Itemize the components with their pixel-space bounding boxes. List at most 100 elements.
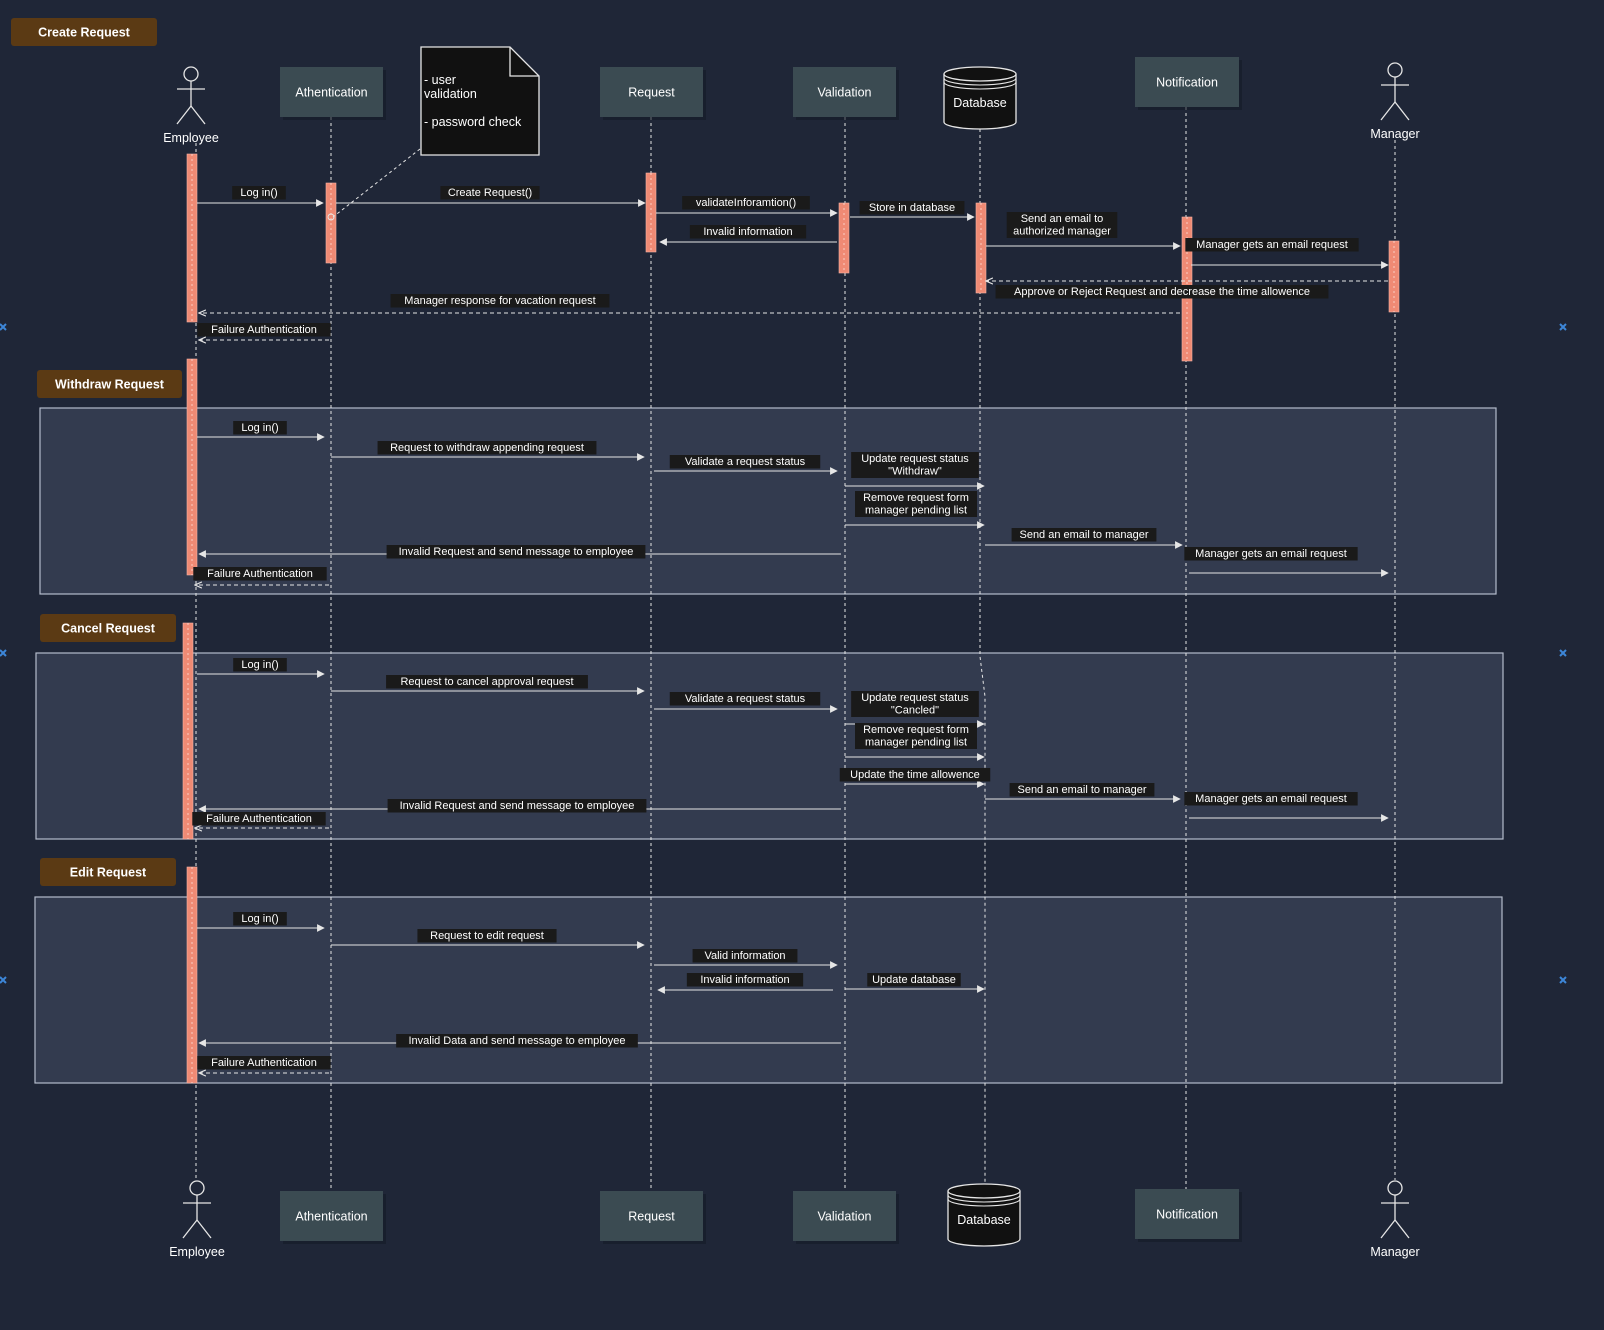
message-update-request-status-withdraw[interactable]: Update request status"Withdraw" (845, 452, 985, 490)
resize-handle-icon[interactable] (1559, 649, 1567, 657)
message-label-bg (197, 323, 331, 337)
participant-request-bottom[interactable]: Request (600, 1191, 706, 1244)
messages: Log in() Create Request() validateInforamt… (192, 186, 1389, 1073)
message-label-bg (1009, 783, 1155, 797)
participant-manager-bottom[interactable]: Manager (1370, 1180, 1420, 1259)
actor-legs-icon (1380, 1218, 1410, 1239)
message-store-in-database[interactable]: Store in database (850, 201, 975, 221)
message-create-request[interactable]: Create Request() (336, 186, 646, 207)
message-request-to-edit-request[interactable]: Request to edit request (331, 929, 645, 949)
participant-athentication-top[interactable]: Athentication (280, 67, 386, 120)
database-top-icon (943, 66, 1017, 82)
section-label-cancel-request: Cancel Request (40, 614, 176, 642)
message-label: "Withdraw" (888, 466, 942, 478)
message-valid-information[interactable]: Valid information (654, 949, 838, 969)
section-label-edit-request: Edit Request (40, 858, 176, 886)
participant-employee-bottom[interactable]: Employee (169, 1180, 225, 1259)
participant-label: Notification (1156, 1208, 1218, 1222)
participant-label: Database (953, 96, 1007, 110)
message-manager-gets-an-email-request[interactable]: Manager gets an email request (1184, 792, 1389, 822)
participant-label: Validation (818, 1210, 872, 1224)
participant-athentication-bottom[interactable]: Athentication (280, 1191, 386, 1244)
message-label-bg (1184, 792, 1358, 806)
actor-head-icon (1387, 1180, 1403, 1196)
message-label-bg (232, 186, 286, 200)
actor-legs-icon (176, 104, 206, 125)
message-label: manager pending list (865, 505, 967, 517)
resize-handle-icon[interactable] (0, 649, 7, 657)
message-label: Remove request form (863, 724, 969, 736)
message-label: Manager response for vacation request (404, 295, 595, 307)
message-label: Failure Authentication (206, 813, 312, 825)
message-label-bg (686, 973, 804, 987)
message-send-an-email-to-manager[interactable]: Send an email to manager (985, 783, 1181, 803)
message-label-bg (233, 912, 287, 926)
message-request-to-withdraw-appending-request[interactable]: Request to withdraw appending request (331, 441, 645, 461)
participant-box (600, 1191, 703, 1241)
message-failure-authentication[interactable]: Failure Authentication (192, 812, 329, 828)
participant-label: Athentication (295, 86, 367, 100)
message-failure-authentication[interactable]: Failure Authentication (193, 567, 329, 585)
message-approve-or-reject-request-and-decrease-the-time-allowence[interactable]: Approve or Reject Request and decrease t… (986, 281, 1388, 299)
message-invalid-information[interactable]: Invalid information (659, 225, 837, 246)
participant-validation-top[interactable]: Validation (793, 67, 899, 120)
message-log-in[interactable]: Log in() (197, 912, 325, 932)
participant-request-top[interactable]: Request (600, 67, 706, 120)
message-validateinforamtion[interactable]: validateInforamtion() (656, 196, 838, 217)
participant-database-top[interactable]: Database (943, 66, 1017, 130)
message-invalid-request-and-send-message-to-employee[interactable]: Invalid Request and send message to empl… (198, 799, 841, 813)
message-label-bg (417, 929, 557, 943)
message-validate-a-request-status[interactable]: Validate a request status (654, 455, 838, 475)
section-label-bg (37, 370, 182, 398)
message-send-an-email-to-manager[interactable]: Send an email to manager (985, 528, 1183, 549)
message-invalid-information[interactable]: Invalid information (657, 973, 833, 994)
resize-handle-icon[interactable] (1559, 976, 1567, 984)
participant-database-bottom[interactable]: Database (947, 1183, 1021, 1247)
message-label: manager pending list (865, 737, 967, 749)
message-label: Invalid information (700, 974, 789, 986)
message-failure-authentication[interactable]: Failure Authentication (197, 1056, 331, 1073)
participant-validation-bottom[interactable]: Validation (793, 1191, 899, 1244)
actor-head-icon (183, 66, 199, 82)
participant-employee-top[interactable]: Employee (163, 66, 219, 145)
message-label-bg (386, 545, 646, 559)
participant-label: Employee (163, 131, 219, 145)
participant-manager-top[interactable]: Manager (1370, 62, 1420, 141)
message-label-bg (440, 186, 540, 200)
section-label-text: Cancel Request (61, 622, 156, 636)
message-label-bg (867, 973, 961, 987)
message-label: Validate a request status (685, 693, 806, 705)
message-log-in[interactable]: Log in() (197, 658, 325, 678)
message-label-bg (689, 225, 807, 239)
participant-notification-bottom[interactable]: Notification (1135, 1189, 1242, 1242)
participant-box (280, 1191, 383, 1241)
resize-handles[interactable] (0, 323, 1567, 984)
actor-legs-icon (1380, 100, 1410, 121)
message-invalid-request-and-send-message-to-employee[interactable]: Invalid Request and send message to empl… (198, 545, 841, 559)
message-label-bg (377, 441, 597, 455)
message-request-to-cancel-approval-request[interactable]: Request to cancel approval request (331, 675, 645, 695)
resize-handle-icon[interactable] (0, 323, 7, 331)
participant-notification-top[interactable]: Notification (1135, 57, 1242, 110)
message-label: Store in database (869, 202, 955, 214)
message-manager-gets-an-email-request[interactable]: Manager gets an email request (1185, 238, 1389, 269)
message-manager-gets-an-email-request[interactable]: Manager gets an email request (1184, 547, 1389, 577)
message-update-database[interactable]: Update database (845, 973, 985, 993)
message-label: Failure Authentication (207, 568, 313, 580)
message-label: authorized manager (1013, 226, 1111, 238)
message-manager-response-for-vacation-request[interactable]: Manager response for vacation request (199, 294, 1180, 313)
message-validate-a-request-status[interactable]: Validate a request status (654, 692, 838, 713)
section-label-create-request: Create Request (11, 18, 157, 46)
message-update-the-time-allowence[interactable]: Update the time allowence (839, 768, 991, 788)
message-log-in[interactable]: Log in() (197, 186, 324, 207)
message-failure-authentication[interactable]: Failure Authentication (197, 323, 331, 340)
message-label: "Cancled" (891, 705, 939, 717)
resize-handle-icon[interactable] (1559, 323, 1567, 331)
message-invalid-data-and-send-message-to-employee[interactable]: Invalid Data and send message to employe… (198, 1034, 841, 1048)
resize-handle-icon[interactable] (0, 976, 7, 984)
message-log-in[interactable]: Log in() (197, 421, 325, 441)
